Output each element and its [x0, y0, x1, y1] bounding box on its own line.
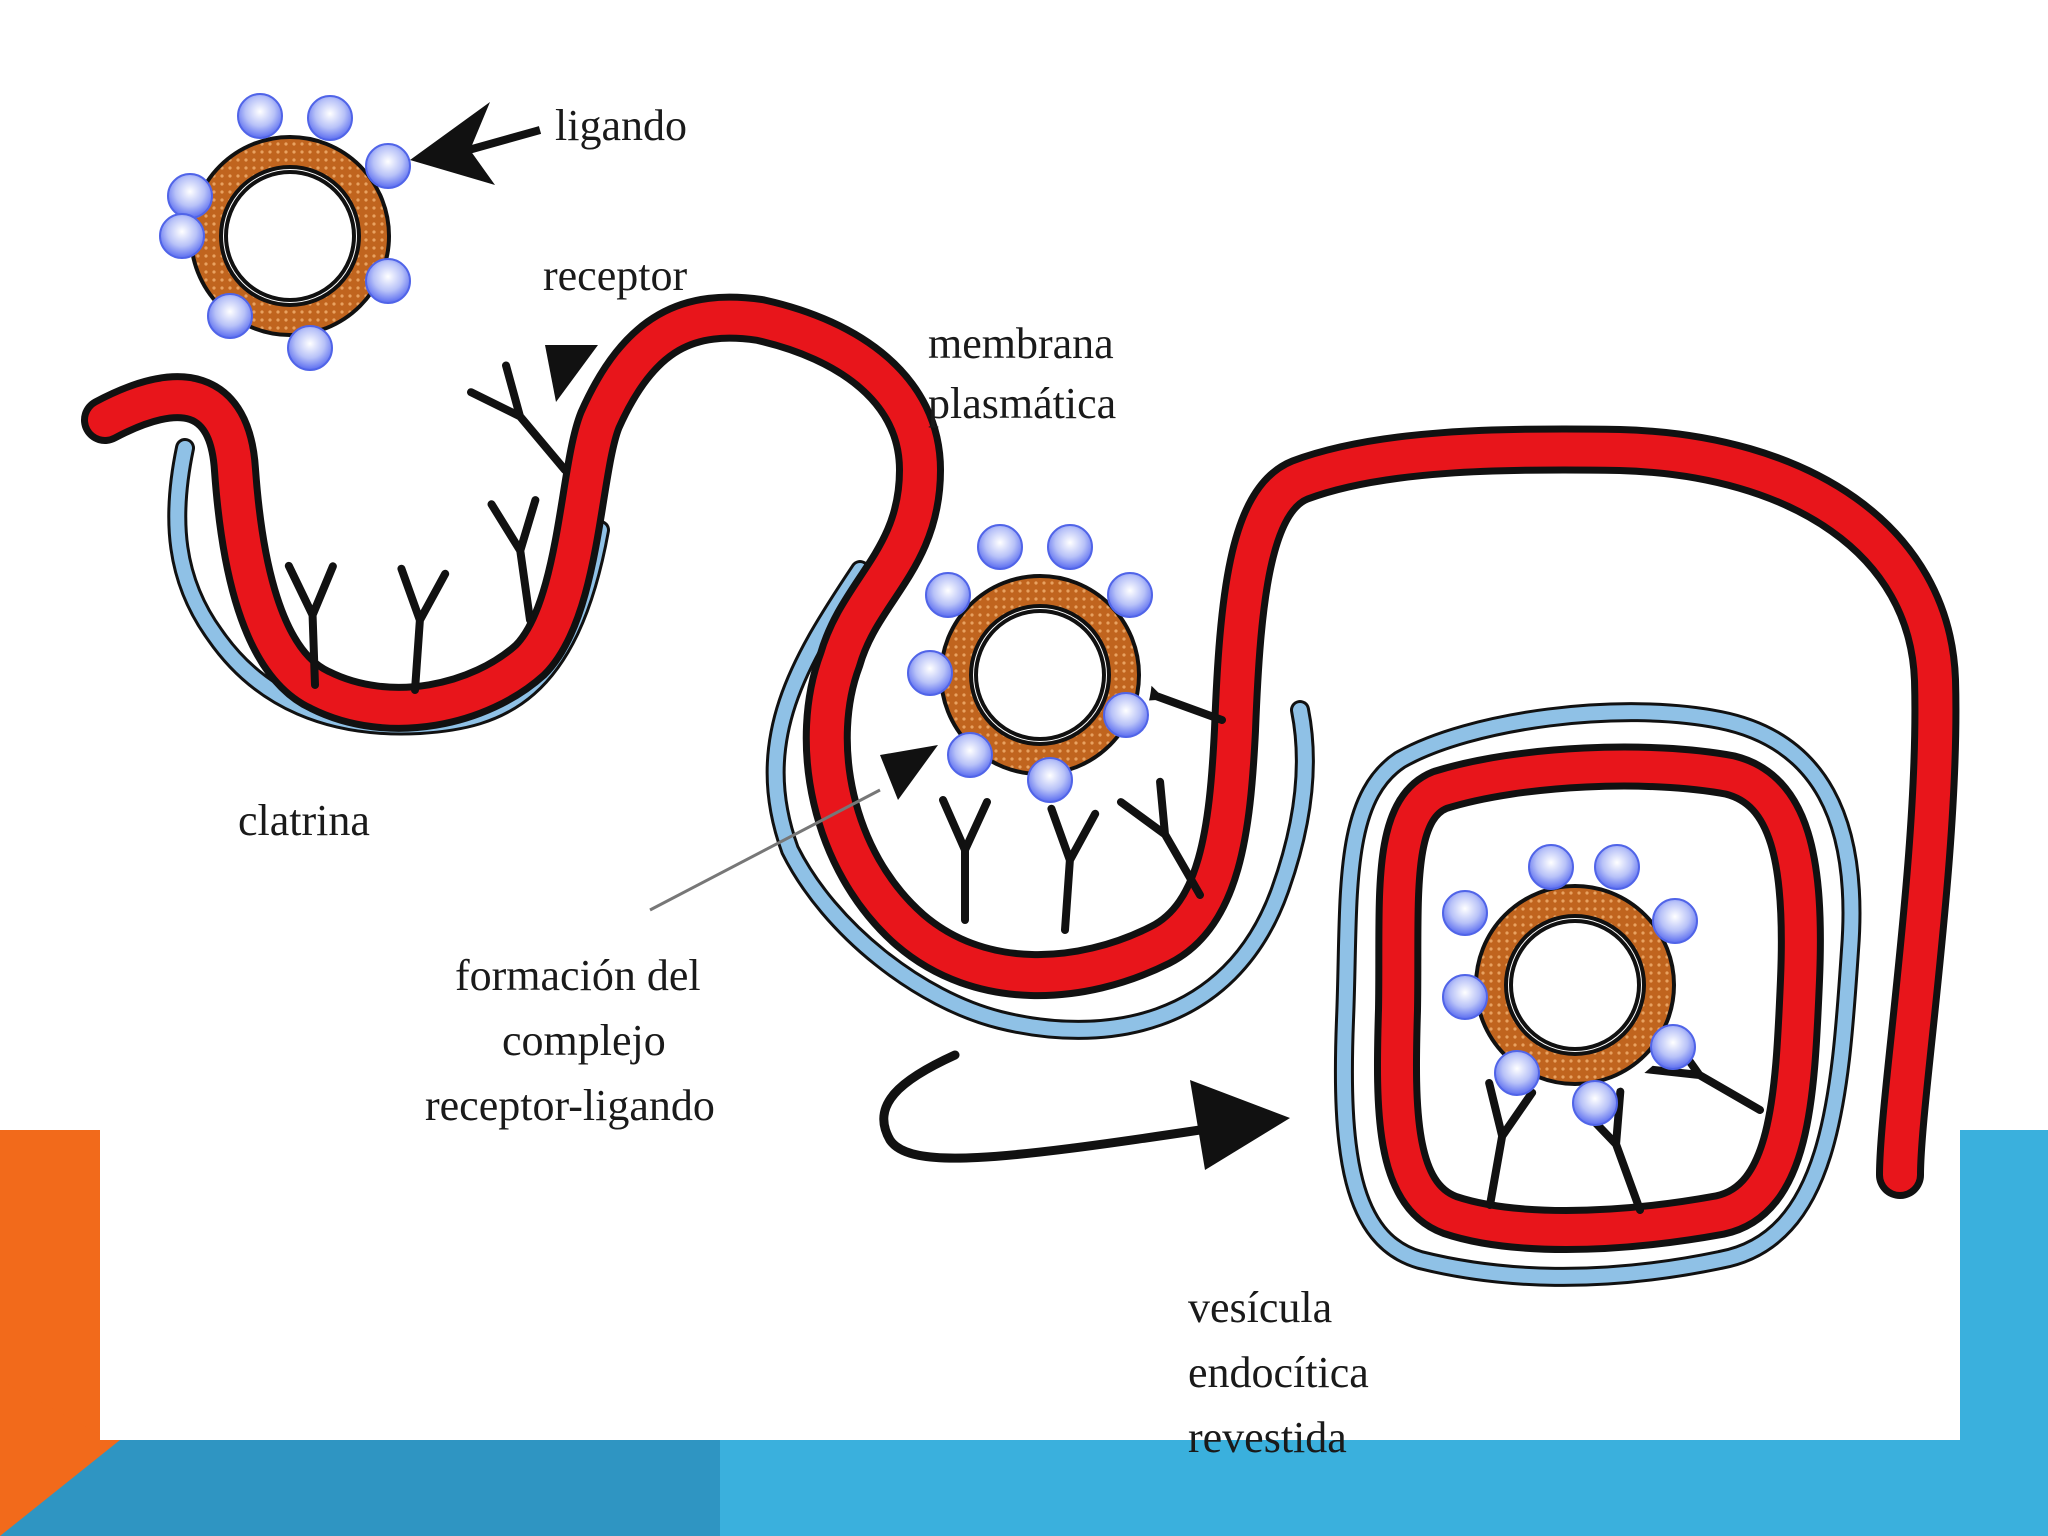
label-receptor: receptor: [543, 251, 687, 300]
label-receptor-ligando: receptor-ligando: [425, 1081, 715, 1130]
label-plasmatica: plasmática: [928, 379, 1116, 428]
label-formacion-del: formación del: [455, 951, 701, 1000]
label-vesicula: vesícula: [1188, 1283, 1332, 1332]
label-revestida: revestida: [1188, 1413, 1347, 1462]
label-ligando: ligando: [555, 101, 687, 150]
blue-accent-bottom: [720, 1440, 2048, 1536]
label-complejo: complejo: [502, 1016, 666, 1065]
label-clatrina: clatrina: [238, 796, 370, 845]
blue-accent-strip: [0, 1440, 800, 1536]
label-membrana: membrana: [928, 319, 1114, 368]
label-endocitica: endocítica: [1188, 1348, 1369, 1397]
